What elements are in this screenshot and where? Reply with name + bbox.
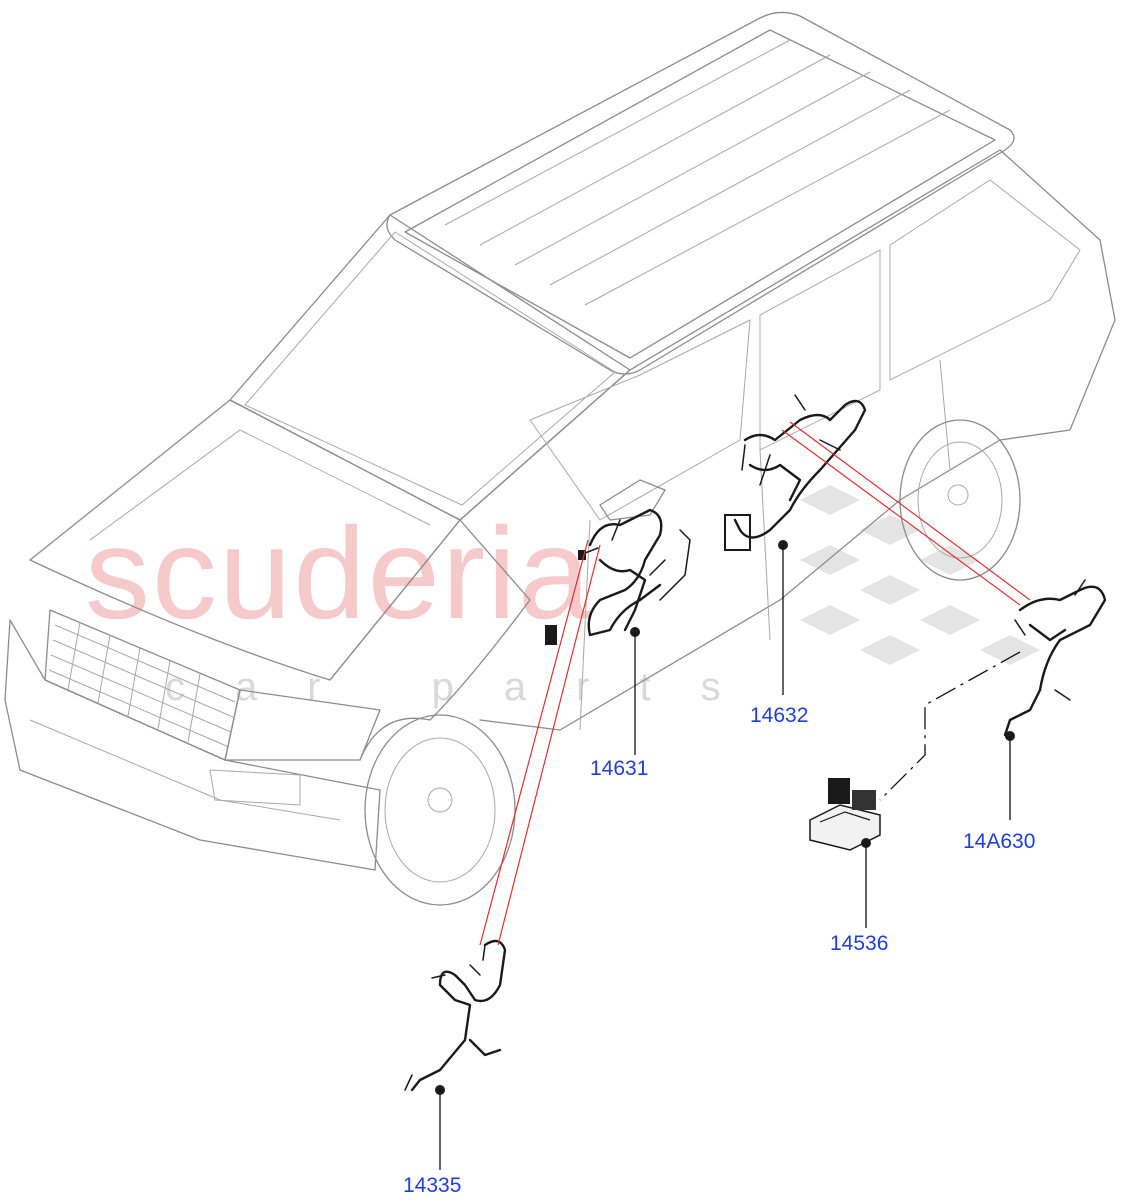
rear-door-harness xyxy=(724,394,867,551)
leader-lines xyxy=(439,545,1011,1170)
callout-14536[interactable]: 14536 xyxy=(830,932,888,955)
connector-14536 xyxy=(809,778,881,851)
watermark-checker xyxy=(800,485,1040,665)
harness-14A630 xyxy=(1003,579,1107,741)
callout-14631[interactable]: 14631 xyxy=(590,757,648,780)
front-door-harness xyxy=(545,508,691,645)
callout-14632[interactable]: 14632 xyxy=(750,704,808,727)
watermark: scuderia car parts xyxy=(85,500,771,709)
connector-link-line xyxy=(879,651,1021,801)
callout-14A630[interactable]: 14A630 xyxy=(963,830,1035,853)
harness-14335 xyxy=(404,939,507,1095)
watermark-tagline: car parts xyxy=(165,665,771,709)
callout-14335[interactable]: 14335 xyxy=(403,1174,461,1197)
vehicle-outline xyxy=(4,11,1116,906)
callout-labels: 14631 14632 14A630 14536 14335 xyxy=(403,704,1035,1197)
watermark-brand: scuderia xyxy=(85,500,592,646)
reference-lines xyxy=(479,421,1031,946)
